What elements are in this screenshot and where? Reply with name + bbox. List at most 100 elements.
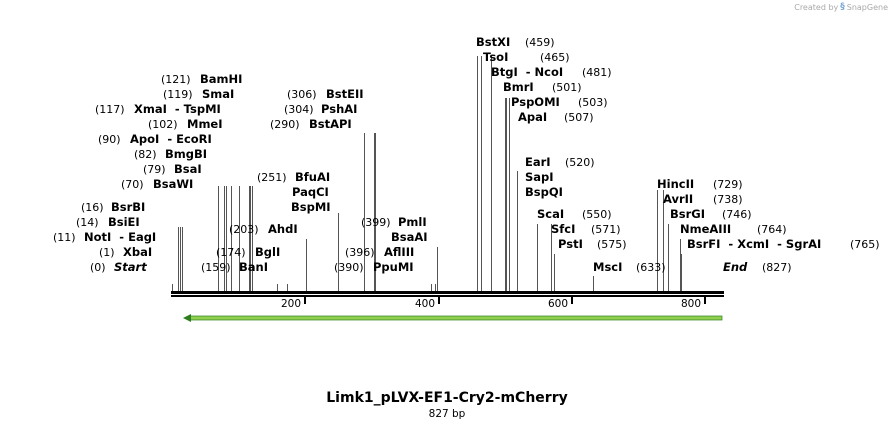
site-name-afliii[interactable]: AflIII <box>384 245 414 259</box>
site-name-paqci[interactable]: PaqCI <box>292 185 329 199</box>
feature-arrow[interactable] <box>183 314 723 322</box>
site-name-xbai[interactable]: XbaI <box>123 245 152 259</box>
site-position-avrii: (738) <box>713 193 743 206</box>
credit-brand: SnapGene <box>846 2 888 12</box>
site-position-apai: (507) <box>564 111 594 124</box>
site-position-end: (827) <box>762 261 792 274</box>
feature-body[interactable] <box>188 315 723 321</box>
site-position-bsai: (79) <box>143 163 166 176</box>
site-position-bfuai: (251) <box>257 171 287 184</box>
site-name-bsrbi[interactable]: BsrBI <box>111 200 145 214</box>
site-position-pmli: (399) <box>361 216 391 229</box>
site-name-bsai[interactable]: BsaI <box>174 162 202 176</box>
site-position-xmai-tspmi: (117) <box>95 103 125 116</box>
credit-prefix: Created by <box>794 2 839 12</box>
ruler-label-600: 600 <box>548 298 568 310</box>
site-position-noti-eagi: (11) <box>53 231 76 244</box>
site-name-bsiei[interactable]: BsiEI <box>108 215 140 229</box>
site-name-bsaai[interactable]: BsaAI <box>391 230 428 244</box>
site-name-apai[interactable]: ApaI <box>518 110 547 124</box>
site-name-smai[interactable]: SmaI <box>202 87 234 101</box>
site-position-bsrgi: (746) <box>722 208 752 221</box>
site-position-bsrbi: (16) <box>81 201 104 214</box>
site-name-bamhi[interactable]: BamHI <box>200 72 242 86</box>
site-name-bgli[interactable]: BglI <box>255 245 280 259</box>
site-position-btgi-ncoi: (481) <box>582 66 612 79</box>
site-position-xbai: (1) <box>99 246 115 259</box>
sequence-backbone <box>171 291 724 297</box>
site-name-end[interactable]: End <box>723 260 748 274</box>
site-name-bstxi[interactable]: BstXI <box>476 35 510 49</box>
site-position-nmeaiii: (764) <box>757 223 787 236</box>
site-name-btgi-ncoi[interactable]: BtgI - NcoI <box>491 65 563 79</box>
site-position-bani: (159) <box>201 261 231 274</box>
site-name-sapi[interactable]: SapI <box>525 170 554 184</box>
site-name-ppumi[interactable]: PpuMI <box>373 260 414 274</box>
site-name-pshai[interactable]: PshAI <box>321 102 357 116</box>
backbone-bottom-line <box>171 295 724 297</box>
ruler-tick-200 <box>304 297 306 304</box>
site-position-msci: (633) <box>636 261 666 274</box>
site-name-tsoi[interactable]: TsoI <box>483 50 508 64</box>
site-position-ear-i: (520) <box>565 156 595 169</box>
ruler-label-400: 400 <box>415 298 435 310</box>
construct-title: Limk1_pLVX-EF1-Cry2-mCherry <box>326 390 568 406</box>
site-name-bspmi[interactable]: BspMI <box>291 200 331 214</box>
site-name-avrii[interactable]: AvrII <box>663 192 693 206</box>
site-name-bsteii[interactable]: BstEII <box>326 87 364 101</box>
site-name-bani[interactable]: BanI <box>239 260 268 274</box>
site-position-sfci: (571) <box>591 223 621 236</box>
site-position-pspomi: (503) <box>578 96 608 109</box>
site-name-msci[interactable]: MscI <box>593 260 622 274</box>
site-position-pshai: (304) <box>284 103 314 116</box>
site-name-ahdi[interactable]: AhdI <box>268 222 298 236</box>
site-name-noti-eagi[interactable]: NotI - EagI <box>84 230 156 244</box>
site-name-sfci[interactable]: SfcI <box>551 222 575 236</box>
site-position-mmei: (102) <box>148 118 178 131</box>
feature-arrowhead <box>183 314 191 322</box>
site-position-bmgbi: (82) <box>134 148 157 161</box>
site-name-start[interactable]: Start <box>114 260 147 274</box>
site-lines <box>172 56 682 291</box>
site-name-bstapi[interactable]: BstAPI <box>309 117 352 131</box>
site-name-pmli[interactable]: PmlI <box>398 215 427 229</box>
site-position-bstapi: (290) <box>270 118 300 131</box>
ruler-label-800: 800 <box>681 298 701 310</box>
site-name-bmgbi[interactable]: BmgBI <box>165 147 207 161</box>
site-position-afliii: (396) <box>345 246 375 259</box>
site-name-bspqi[interactable]: BspQI <box>525 185 563 199</box>
site-position-smai: (119) <box>163 88 193 101</box>
site-position-scai: (550) <box>582 208 612 221</box>
site-position-bsawi: (70) <box>121 178 144 191</box>
site-name-bfuai[interactable]: BfuAI <box>295 170 330 184</box>
site-name-bsrgi[interactable]: BsrGI <box>670 207 705 221</box>
site-name-bsrfi-xcmi-sgrai[interactable]: BsrFI - XcmI - SgrAI <box>687 237 821 251</box>
construct-length: 827 bp <box>428 408 466 420</box>
ruler-tick-600 <box>571 297 573 304</box>
site-position-bmri: (501) <box>552 81 582 94</box>
site-position-bgli: (174) <box>216 246 246 259</box>
snapgene-credit: Created by § SnapGene <box>794 2 888 12</box>
site-name-ear-i[interactable]: EarI <box>525 155 551 169</box>
site-position-bsteii: (306) <box>287 88 317 101</box>
site-name-hincii[interactable]: HincII <box>657 177 694 191</box>
ruler-tick-800 <box>704 297 706 304</box>
ruler-tick-400 <box>438 297 440 304</box>
site-name-bmri[interactable]: BmrI <box>503 80 534 94</box>
site-name-bsawi[interactable]: BsaWI <box>153 177 193 191</box>
site-name-xmai-tspmi[interactable]: XmaI - TspMI <box>134 102 221 116</box>
site-name-psti[interactable]: PstI <box>558 237 583 251</box>
site-position-ppumi: (390) <box>334 261 364 274</box>
site-position-apoi-ecori: (90) <box>98 133 121 146</box>
site-name-pspomi[interactable]: PspOMI <box>511 95 560 109</box>
site-name-mmei[interactable]: MmeI <box>187 117 223 131</box>
site-name-nmeaiii[interactable]: NmeAIII <box>680 222 731 236</box>
ruler-label-200: 200 <box>281 298 301 310</box>
site-position-bsrfi-xcmi-sgrai: (765) <box>850 238 880 251</box>
site-name-apoi-ecori[interactable]: ApoI - EcoRI <box>130 132 212 146</box>
site-position-start: (0) <box>90 261 106 274</box>
backbone-top-line <box>171 291 724 294</box>
site-name-scai[interactable]: ScaI <box>537 207 564 221</box>
site-position-bamhi: (121) <box>161 73 191 86</box>
